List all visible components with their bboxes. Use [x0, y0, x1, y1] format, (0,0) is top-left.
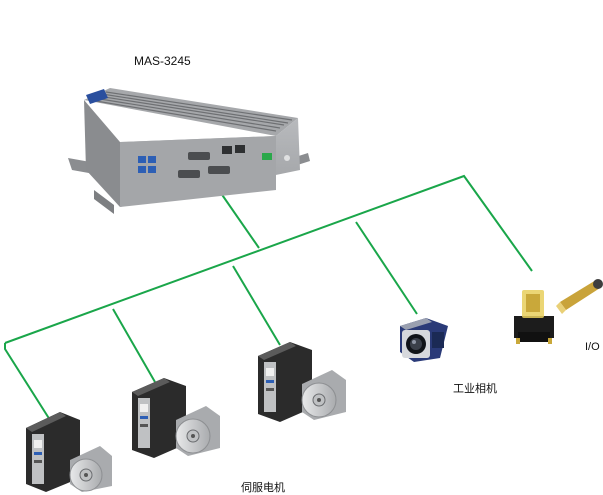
servo-label: 伺服电机 [241, 482, 285, 494]
industrial-camera-icon [400, 318, 448, 362]
servo-motor-icon [301, 370, 346, 420]
bus-lines [4, 174, 533, 421]
camera-label: 工业相机 [453, 383, 497, 395]
servo-unit-2 [132, 378, 220, 458]
controller-link [215, 185, 260, 249]
servo-drive-icon [26, 412, 80, 492]
servo-motor-icon [69, 446, 112, 492]
proximity-sensor-icon [556, 279, 603, 314]
servo-branch-2 [112, 308, 156, 383]
servo-branch-1 [4, 343, 51, 421]
camera-link [355, 221, 418, 315]
servo-branch-3 [232, 265, 281, 346]
servo-unit-1 [26, 412, 112, 492]
servo-unit-3 [258, 342, 346, 422]
servo-drive-icon [258, 342, 312, 422]
relay-icon [514, 290, 554, 344]
io-label: I/O [585, 341, 600, 353]
main-bus-upper [4, 174, 533, 344]
servo-drive-icon [132, 378, 186, 458]
controller-label: MAS-3245 [134, 54, 191, 68]
servo-motor-icon [175, 406, 220, 456]
industrial-pc-icon [68, 88, 310, 214]
